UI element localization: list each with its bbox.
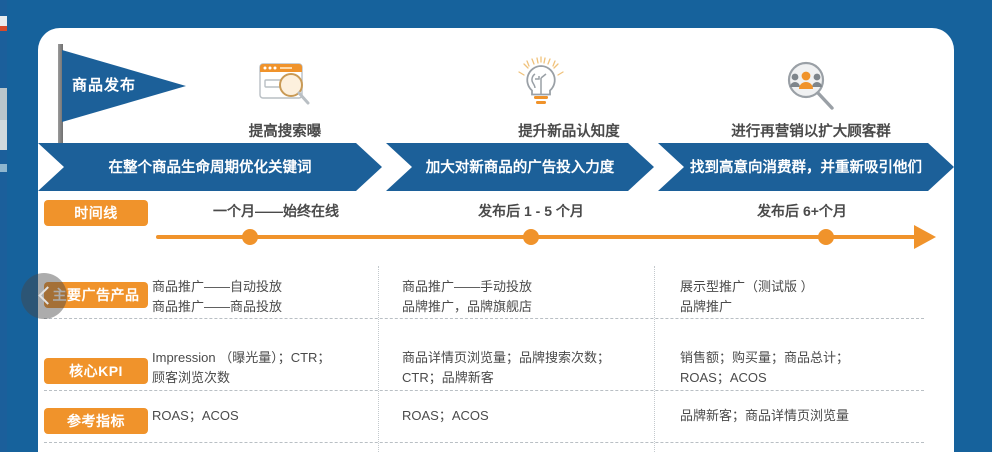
row-divider-3 [44, 442, 924, 443]
row-divider-1 [44, 318, 924, 319]
timeline-dot-1 [242, 229, 258, 245]
browser-search-icon [254, 58, 316, 116]
row-divider-2 [44, 390, 924, 391]
row-badge-label-products: 主要广告产品 [52, 287, 140, 303]
infographic-card: 商品发布 提高搜索曝 [38, 28, 954, 452]
chevron-label-1: 在整个商品生命周期优化关键词 [108, 160, 312, 176]
lightbulb-head-icon [510, 56, 572, 114]
row-badge-products: 主要广告产品 [44, 282, 148, 308]
chevron-stage-1[interactable]: 在整个商品生命周期优化关键词 [38, 143, 382, 191]
chevron-left-icon [38, 286, 50, 306]
left-edge-sliver [0, 0, 7, 452]
flag-label: 商品发布 [72, 77, 137, 94]
chevron-stage-2[interactable]: 加大对新商品的广告投入力度 [386, 143, 654, 191]
flag-pole-icon [58, 44, 63, 152]
timeline-dot-2 [523, 229, 539, 245]
stage-caption-3: 进行再营销以扩大顾客群 [731, 124, 891, 140]
launch-flag: 商品发布 [58, 44, 208, 152]
row-badge-reference: 参考指标 [44, 408, 148, 434]
timeline-label-1: 一个月——始终在线 [213, 203, 339, 219]
cell-kpi-1: Impression （曝光量）；CTR； 顾客浏览次数 [152, 350, 331, 385]
cell-reference-2: ROAS；ACOS [402, 408, 489, 423]
chevron-label-2: 加大对新商品的广告投入力度 [425, 160, 615, 176]
column-divider-1 [378, 266, 379, 452]
audience-magnifier-icon [780, 58, 842, 116]
cell-reference-3: 品牌新客；商品详情页浏览量 [680, 408, 850, 423]
stage-caption-2: 提升新品认知度 [518, 124, 620, 140]
column-divider-2 [654, 266, 655, 452]
row-badge-label-kpi: 核心KPI [69, 363, 123, 379]
timeline-badge-label: 时间线 [74, 205, 118, 221]
cell-reference-1: ROAS；ACOS [152, 408, 239, 423]
timeline-badge: 时间线 [44, 200, 148, 226]
row-badge-kpi: 核心KPI [44, 358, 148, 384]
timeline-arrow-icon [914, 225, 936, 249]
timeline-label-2: 发布后 1 - 5 个月 [478, 203, 584, 219]
chevron-band: 在整个商品生命周期优化关键词 加大对新商品的广告投入力度 找到高意向消费群，并重… [38, 143, 954, 191]
chevron-label-3: 找到高意向消费群，并重新吸引他们 [690, 160, 922, 176]
cell-products-3: 展示型推广（测试版 ） 品牌推广 [680, 279, 814, 314]
cell-products-1: 商品推广——自动投放 商品推广——商品投放 [152, 279, 283, 314]
back-button[interactable] [21, 273, 67, 319]
row-badge-label-reference: 参考指标 [67, 413, 125, 429]
cell-kpi-2: 商品详情页浏览量；品牌搜索次数； CTR；品牌新客 [402, 350, 611, 385]
chevron-stage-3[interactable]: 找到高意向消费群，并重新吸引他们 [658, 143, 954, 191]
cell-kpi-3: 销售额；购买量；商品总计； ROAS；ACOS [680, 350, 850, 385]
timeline-dot-3 [818, 229, 834, 245]
stage-caption-1: 提高搜索曝 [248, 124, 322, 140]
cell-products-2: 商品推广——手动投放 品牌推广，品牌旗舰店 [402, 279, 533, 314]
timeline-label-3: 发布后 6+个月 [757, 203, 847, 219]
